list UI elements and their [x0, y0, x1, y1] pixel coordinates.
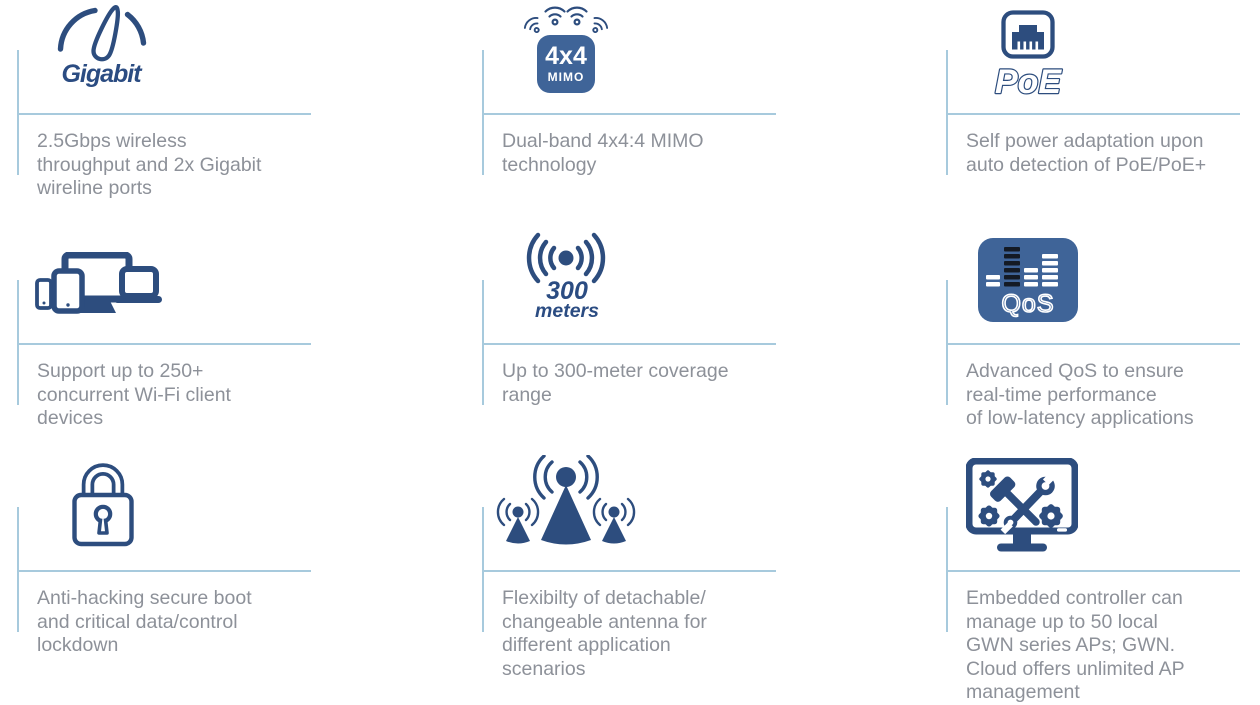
- gigabit-label: Gigabit: [61, 60, 141, 88]
- padlock-icon: [72, 463, 134, 547]
- feature-text: Embedded controller can manage up to 50 …: [966, 587, 1185, 703]
- speedometer-icon: [57, 5, 147, 62]
- feature-card-coverage: 300 meters Up to 300-meter coverage rang…: [482, 230, 776, 460]
- divider-horizontal: [17, 570, 311, 572]
- poe-label: PoE: [995, 63, 1062, 98]
- feature-card-antenna: Flexibilty of detachable/ changeable ant…: [482, 440, 776, 680]
- divider-horizontal: [17, 343, 311, 345]
- qos-equalizer-icon: QoS: [978, 238, 1078, 322]
- divider-vertical: [946, 50, 948, 175]
- poe-port-icon: PoE: [994, 10, 1064, 98]
- feature-card-clients: Support up to 250+ concurrent Wi-Fi clie…: [17, 230, 311, 460]
- divider-horizontal: [482, 570, 776, 572]
- feature-text: Anti-hacking secure boot and critical da…: [37, 587, 252, 656]
- feature-text: Up to 300-meter coverage range: [502, 360, 729, 406]
- divider-vertical: [946, 507, 948, 632]
- mimo-4x4-label: 4x4: [545, 42, 587, 70]
- divider-vertical: [946, 280, 948, 405]
- feature-card-security: Anti-hacking secure boot and critical da…: [17, 440, 311, 670]
- coverage-300-label: 300: [546, 277, 588, 305]
- feature-card-qos: QoS Advanced QoS to ensure real-time per…: [946, 230, 1240, 460]
- embedded-controller-icon: [966, 458, 1078, 552]
- divider-horizontal: [946, 343, 1240, 345]
- coverage-signal-icon: 300 meters: [526, 232, 606, 322]
- feature-text: Dual-band 4x4:4 MIMO technology: [502, 130, 704, 176]
- mimo-label: MIMO: [548, 70, 585, 84]
- client-devices-icon: [35, 252, 162, 314]
- mimo-4x4-icon: 4x4 MIMO: [523, 6, 609, 93]
- feature-text: Advanced QoS to ensure real-time perform…: [966, 360, 1194, 429]
- feature-text: Self power adaptation upon auto detectio…: [966, 130, 1207, 176]
- divider-vertical: [482, 50, 484, 175]
- qos-label: QoS: [1001, 290, 1054, 318]
- feature-card-poe: PoE Self power adaptation upon auto dete…: [946, 0, 1240, 230]
- feature-text: 2.5Gbps wireless throughput and 2x Gigab…: [37, 130, 262, 199]
- feature-text: Flexibilty of detachable/ changeable ant…: [502, 587, 707, 680]
- divider-vertical: [17, 280, 19, 405]
- divider-horizontal: [946, 113, 1240, 115]
- divider-vertical: [17, 50, 19, 175]
- feature-card-mimo: 4x4 MIMO Dual-band 4x4:4 MIMO technology: [482, 0, 776, 230]
- feature-text: Support up to 250+ concurrent Wi-Fi clie…: [37, 360, 231, 429]
- divider-horizontal: [482, 113, 776, 115]
- divider-horizontal: [482, 343, 776, 345]
- divider-vertical: [17, 507, 19, 632]
- divider-vertical: [482, 280, 484, 405]
- divider-horizontal: [17, 113, 311, 115]
- coverage-meters-label: meters: [535, 300, 599, 322]
- feature-card-gigabit: Gigabit 2.5Gbps wireless throughput and …: [17, 0, 311, 230]
- divider-vertical: [482, 507, 484, 632]
- feature-card-controller: Embedded controller can manage up to 50 …: [946, 440, 1240, 703]
- antenna-icon: [496, 455, 636, 545]
- divider-horizontal: [946, 570, 1240, 572]
